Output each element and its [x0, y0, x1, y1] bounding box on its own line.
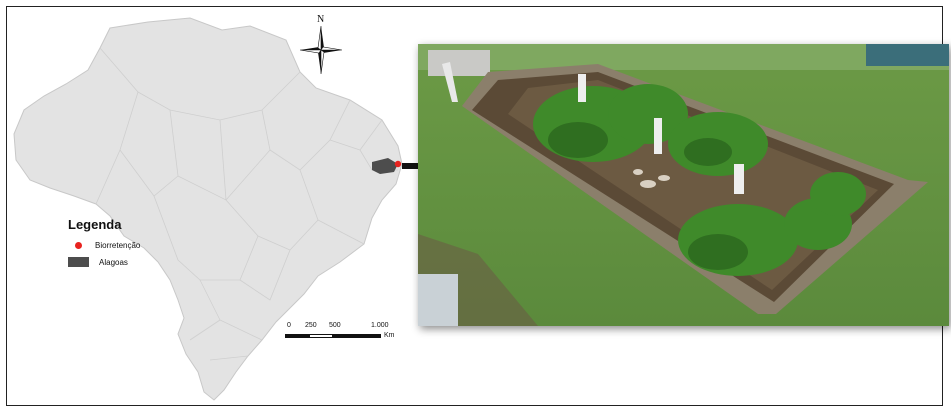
- scale-segment: [309, 333, 333, 338]
- legend-item-alagoas: Alagoas: [68, 255, 140, 269]
- gray-rect-icon: [68, 257, 89, 267]
- north-label: N: [317, 14, 325, 25]
- bioretention-point: [394, 160, 402, 168]
- scale-tick-label: 1.000: [371, 322, 389, 329]
- legend-label: Alagoas: [99, 257, 128, 267]
- scale-segment: [285, 333, 309, 338]
- scale-tick-label: 0: [287, 322, 291, 329]
- brazil-outline: [13, 17, 403, 401]
- compass-icon: [300, 25, 342, 75]
- red-dot-icon: [75, 241, 82, 249]
- north-arrow: N: [300, 14, 342, 76]
- scale-unit: Km: [384, 332, 395, 339]
- legend: Legenda Biorretenção Alagoas: [68, 217, 140, 272]
- site-photo: [418, 44, 949, 326]
- scale-labels: 0 250 500 1.000: [285, 322, 395, 332]
- scale-tick-label: 500: [329, 322, 341, 329]
- alagoas-state: [372, 158, 398, 174]
- scale-bar: 0 250 500 1.000 Km: [285, 322, 395, 339]
- legend-item-bioretention: Biorretenção: [68, 238, 140, 252]
- scale-tick-label: 250: [305, 322, 317, 329]
- legend-label: Biorretenção: [95, 240, 141, 250]
- legend-title: Legenda: [68, 217, 122, 232]
- scale-segment: [333, 333, 381, 338]
- bioretention-photo: [418, 44, 949, 326]
